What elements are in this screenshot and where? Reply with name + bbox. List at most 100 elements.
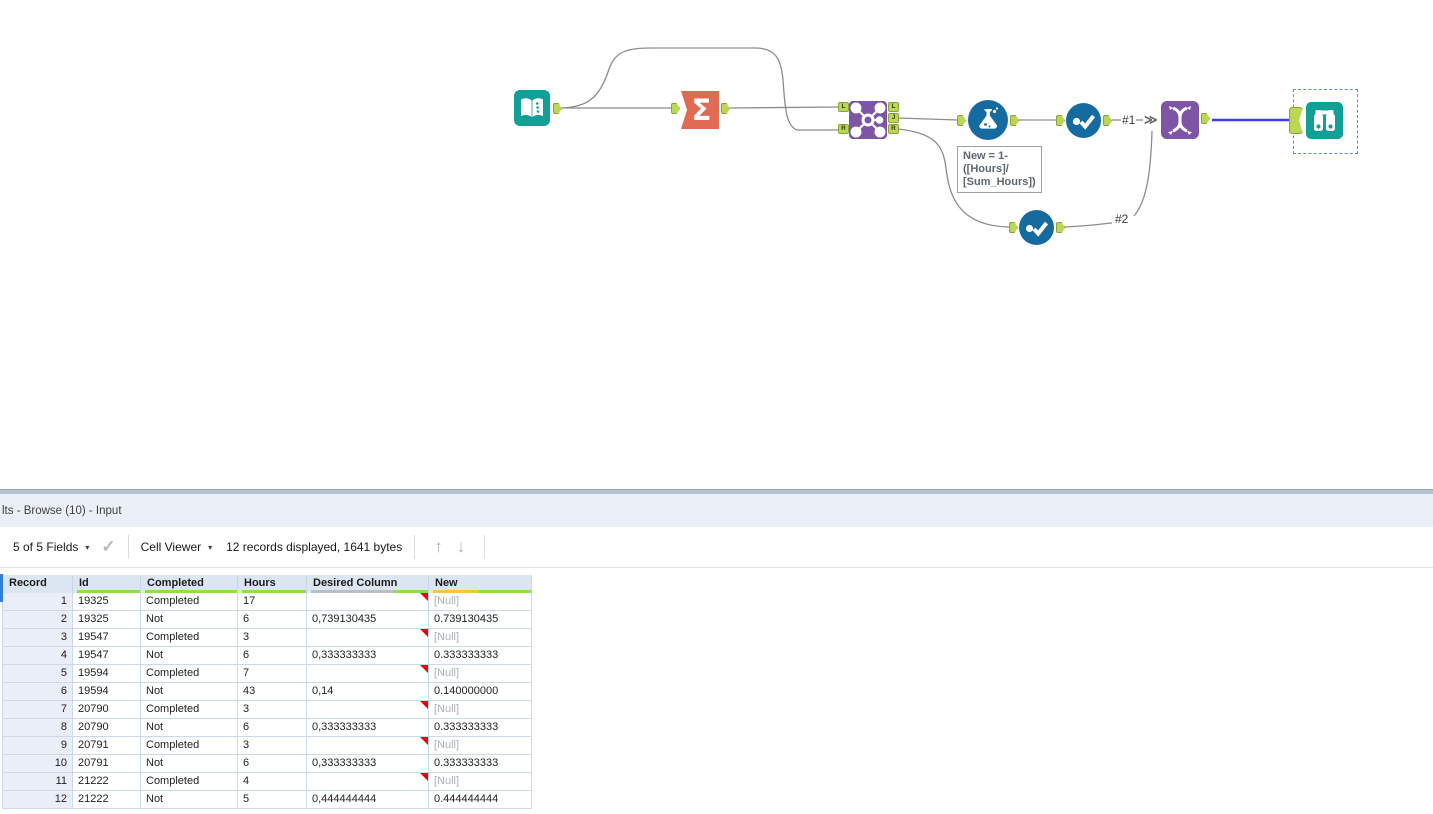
- select2-output-anchor[interactable]: [1056, 222, 1065, 233]
- id-cell[interactable]: 20791: [73, 755, 141, 772]
- desired-column-cell[interactable]: [307, 701, 429, 718]
- completed-cell[interactable]: Completed: [141, 629, 238, 646]
- new-cell[interactable]: 0.333333333: [429, 755, 532, 772]
- hours-cell[interactable]: 6: [238, 755, 307, 772]
- new-cell[interactable]: [Null]: [429, 665, 532, 682]
- record-number-cell[interactable]: 5: [3, 665, 73, 682]
- new-cell[interactable]: [Null]: [429, 701, 532, 718]
- completed-cell[interactable]: Completed: [141, 773, 238, 790]
- desired-column-cell[interactable]: 0,444444444: [307, 791, 429, 808]
- new-cell[interactable]: 0.333333333: [429, 647, 532, 664]
- summarize-input-anchor[interactable]: [671, 103, 680, 114]
- new-cell[interactable]: 0.333333333: [429, 719, 532, 736]
- hours-cell[interactable]: 5: [238, 791, 307, 808]
- formula-input-anchor[interactable]: [957, 115, 966, 126]
- hours-cell[interactable]: 6: [238, 611, 307, 628]
- desired-column-cell[interactable]: 0,333333333: [307, 719, 429, 736]
- completed-cell[interactable]: Not: [141, 611, 238, 628]
- id-cell[interactable]: 19594: [73, 665, 141, 682]
- id-cell[interactable]: 20790: [73, 701, 141, 718]
- record-number-cell[interactable]: 6: [3, 683, 73, 700]
- new-cell[interactable]: 0.140000000: [429, 683, 532, 700]
- desired-column-cell[interactable]: [307, 629, 429, 646]
- new-cell[interactable]: 0.739130435: [429, 611, 532, 628]
- desired-column-cell[interactable]: [307, 665, 429, 682]
- completed-cell[interactable]: Not: [141, 755, 238, 772]
- completed-cell[interactable]: Completed: [141, 737, 238, 754]
- record-number-cell[interactable]: 8: [3, 719, 73, 736]
- hours-cell[interactable]: 3: [238, 629, 307, 646]
- formula-tool[interactable]: [968, 100, 1008, 145]
- hours-cell[interactable]: 17: [238, 593, 307, 610]
- hours-cell[interactable]: 6: [238, 647, 307, 664]
- record-number-cell[interactable]: 7: [3, 701, 73, 718]
- formula-output-anchor[interactable]: [1010, 115, 1019, 126]
- desired-column-cell[interactable]: [307, 773, 429, 790]
- record-number-cell[interactable]: 3: [3, 629, 73, 646]
- hours-cell[interactable]: 7: [238, 665, 307, 682]
- select-tool-1[interactable]: [1066, 103, 1101, 143]
- new-cell[interactable]: [Null]: [429, 593, 532, 610]
- new-cell[interactable]: [Null]: [429, 629, 532, 646]
- id-cell[interactable]: 19547: [73, 629, 141, 646]
- column-header-record[interactable]: Record: [3, 575, 73, 593]
- scroll-down-icon[interactable]: ↓: [456, 537, 466, 556]
- hours-cell[interactable]: 3: [238, 737, 307, 754]
- fields-dropdown[interactable]: 5 of 5 Fields: [13, 540, 79, 554]
- id-cell[interactable]: 21222: [73, 773, 141, 790]
- join-output-anchor-r[interactable]: R: [888, 124, 899, 134]
- id-cell[interactable]: 19594: [73, 683, 141, 700]
- new-cell[interactable]: [Null]: [429, 737, 532, 754]
- completed-cell[interactable]: Not: [141, 719, 238, 736]
- id-cell[interactable]: 20790: [73, 719, 141, 736]
- apply-check-icon[interactable]: ✓: [101, 537, 116, 556]
- record-number-cell[interactable]: 4: [3, 647, 73, 664]
- input-output-anchor[interactable]: [553, 103, 562, 114]
- completed-cell[interactable]: Completed: [141, 593, 238, 610]
- desired-column-cell[interactable]: [307, 593, 429, 610]
- join-output-anchor-j[interactable]: J: [888, 113, 899, 123]
- panel-splitter[interactable]: [0, 489, 1433, 494]
- completed-cell[interactable]: Not: [141, 647, 238, 664]
- column-header-desired-column[interactable]: Desired Column: [307, 575, 429, 593]
- record-number-cell[interactable]: 1: [3, 593, 73, 610]
- table-scroll-indicator[interactable]: [0, 574, 3, 602]
- id-cell[interactable]: 19325: [73, 611, 141, 628]
- id-cell[interactable]: 21222: [73, 791, 141, 808]
- summarize-output-anchor[interactable]: [721, 103, 730, 114]
- completed-cell[interactable]: Completed: [141, 665, 238, 682]
- record-number-cell[interactable]: 2: [3, 611, 73, 628]
- select1-input-anchor[interactable]: [1056, 115, 1065, 126]
- join-input-anchor-l[interactable]: L: [838, 102, 849, 112]
- join-tool[interactable]: [849, 101, 887, 144]
- formula-annotation[interactable]: New = 1- ([Hours]/ [Sum_Hours]): [957, 146, 1042, 193]
- new-cell[interactable]: [Null]: [429, 773, 532, 790]
- hours-cell[interactable]: 4: [238, 773, 307, 790]
- completed-cell[interactable]: Not: [141, 791, 238, 808]
- select-tool-2[interactable]: [1019, 210, 1054, 250]
- desired-column-cell[interactable]: [307, 737, 429, 754]
- new-cell[interactable]: 0.444444444: [429, 791, 532, 808]
- union-output-anchor[interactable]: [1201, 113, 1210, 124]
- record-number-cell[interactable]: 9: [3, 737, 73, 754]
- desired-column-cell[interactable]: 0,14: [307, 683, 429, 700]
- hours-cell[interactable]: 3: [238, 701, 307, 718]
- column-header-completed[interactable]: Completed: [141, 575, 238, 593]
- scroll-up-icon[interactable]: ↑: [434, 537, 443, 556]
- chevron-down-icon[interactable]: ▾: [208, 542, 213, 552]
- record-number-cell[interactable]: 12: [3, 791, 73, 808]
- record-number-cell[interactable]: 11: [3, 773, 73, 790]
- record-number-cell[interactable]: 10: [3, 755, 73, 772]
- desired-column-cell[interactable]: 0,739130435: [307, 611, 429, 628]
- id-cell[interactable]: 19547: [73, 647, 141, 664]
